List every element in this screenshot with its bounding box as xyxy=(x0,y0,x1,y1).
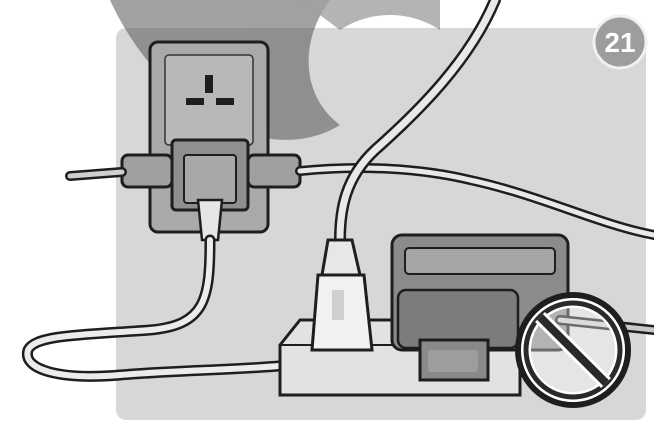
prohibition-icon xyxy=(518,295,628,405)
step-number-badge: 21 xyxy=(594,16,646,68)
watermark-chevron xyxy=(0,110,95,360)
step-number-text: 21 xyxy=(604,27,635,58)
